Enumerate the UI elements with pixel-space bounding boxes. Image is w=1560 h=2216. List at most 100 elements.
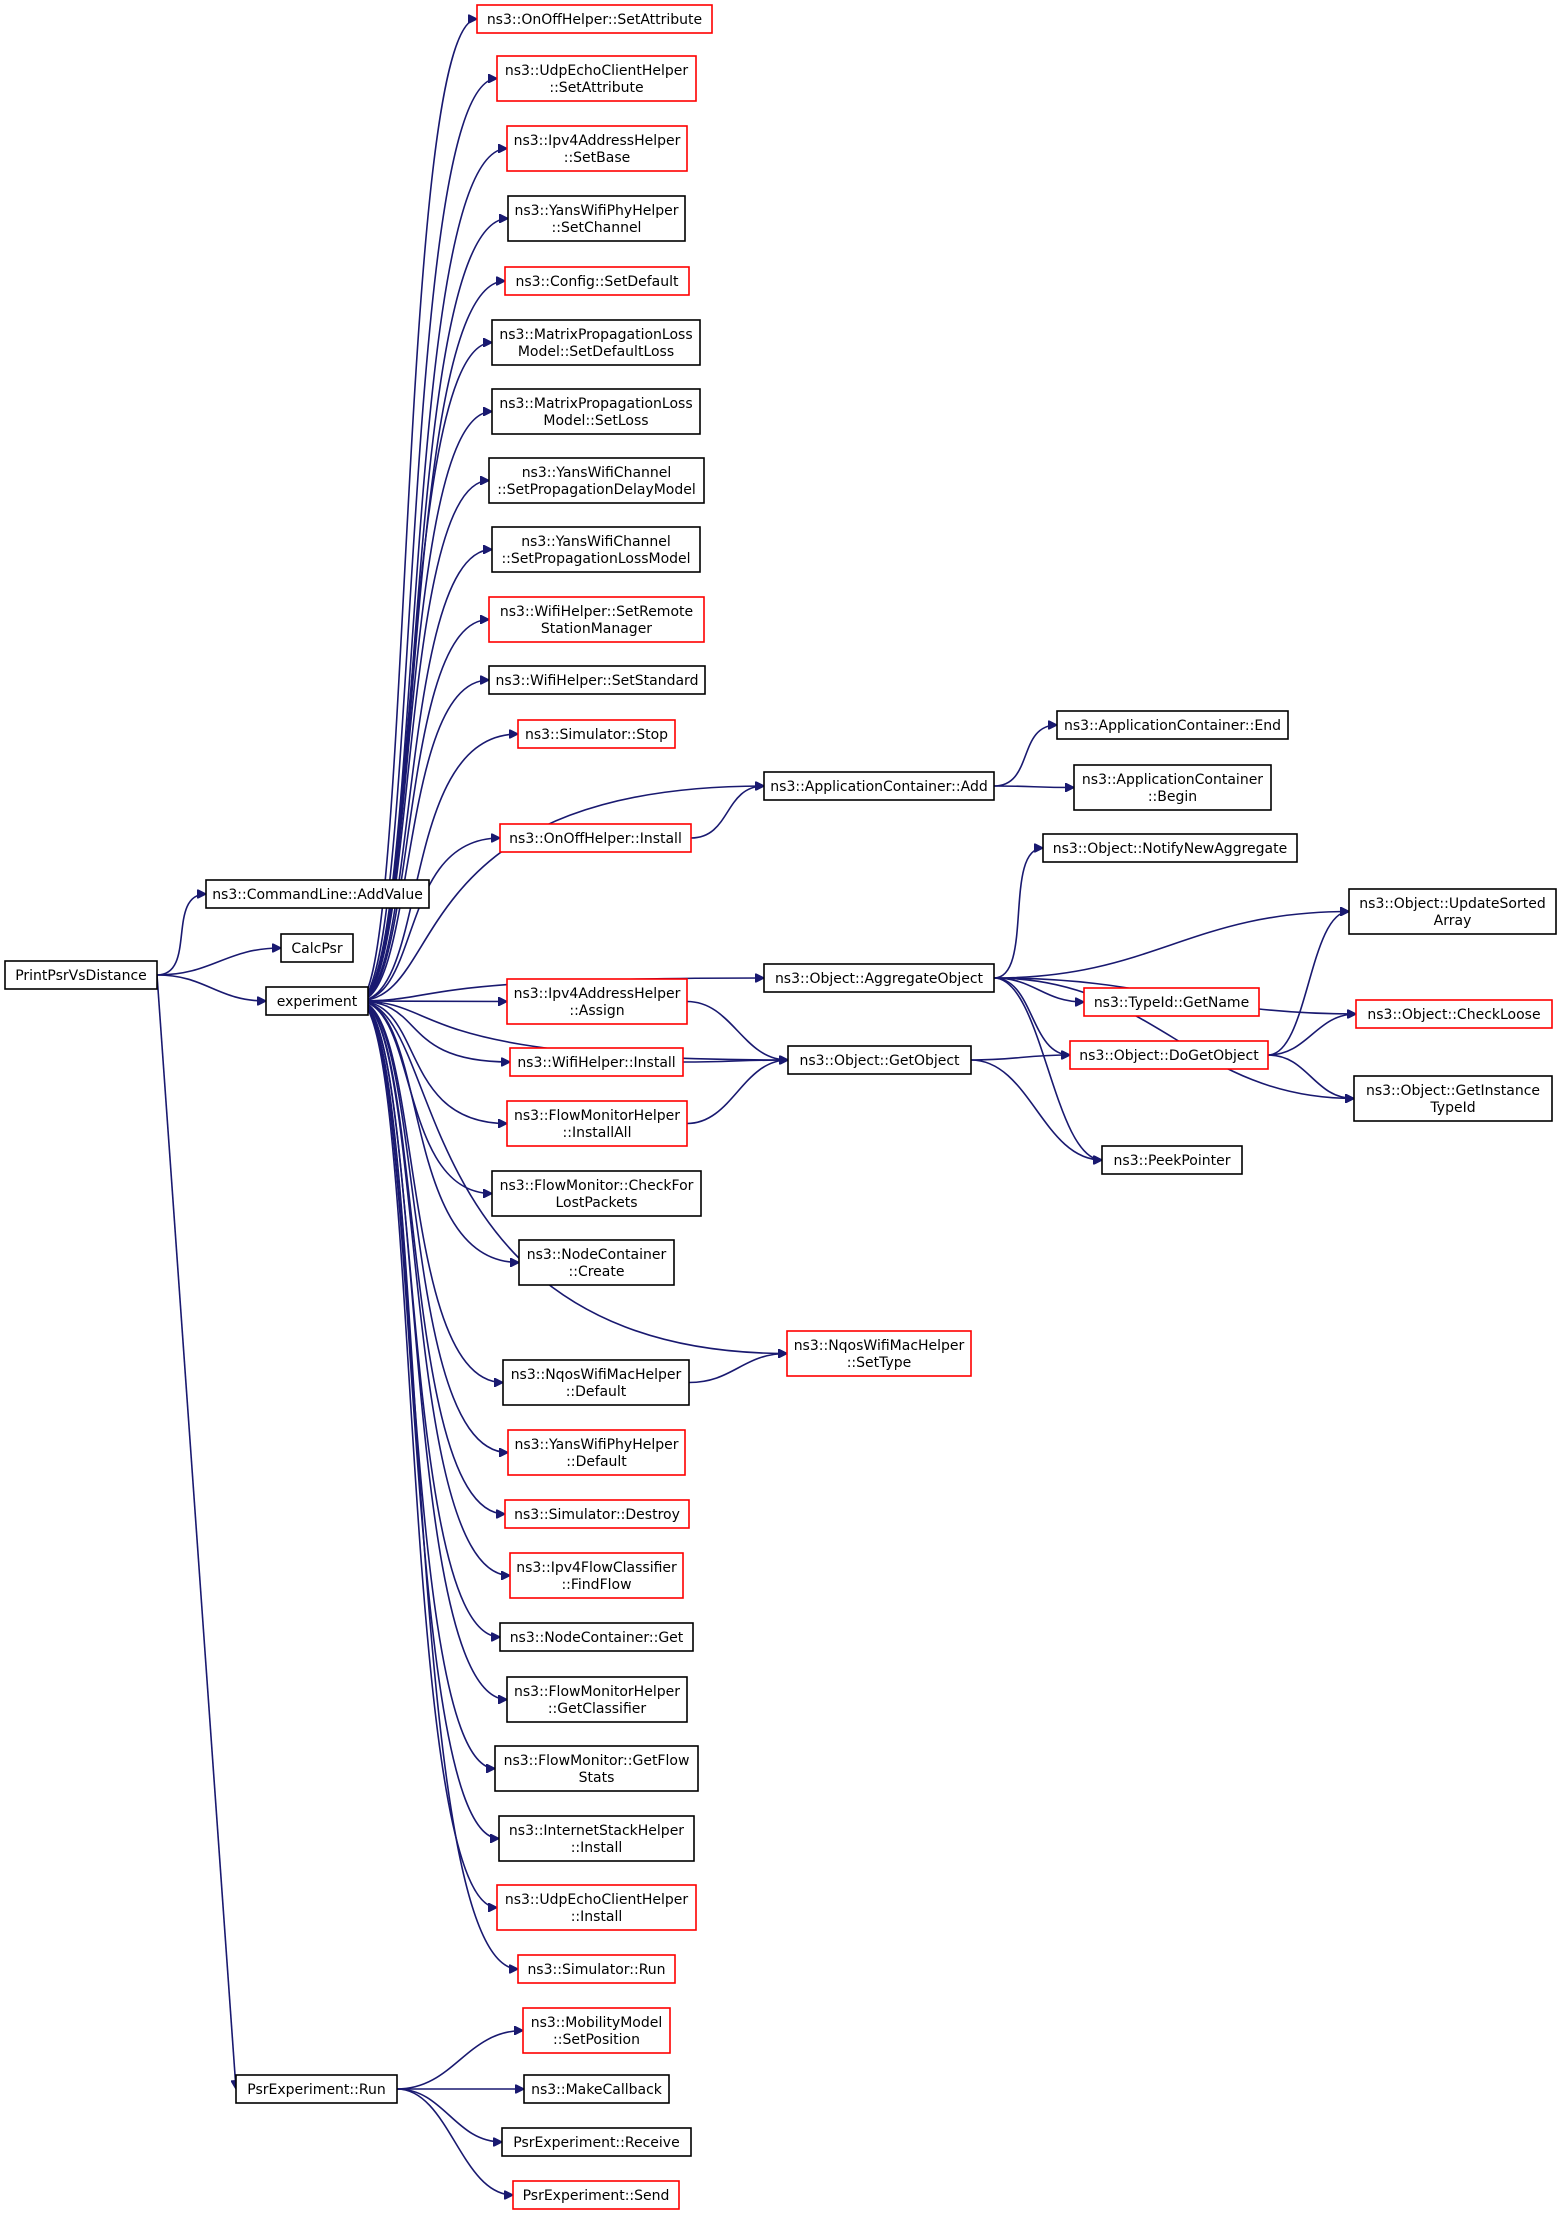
node-box bbox=[509, 1047, 684, 1077]
node-label: Stats bbox=[579, 1770, 615, 1786]
node-makecallback[interactable]: ns3::MakeCallback bbox=[523, 2074, 670, 2104]
node-onoff_install[interactable]: ns3::OnOffHelper::Install bbox=[499, 823, 692, 853]
edge-ipv4addr_assign-to-obj_getobject bbox=[686, 1000, 788, 1061]
node-label: ns3::WifiHelper::SetStandard bbox=[496, 673, 699, 689]
node-sim_run[interactable]: ns3::Simulator::Run bbox=[517, 1954, 676, 1984]
node-nc_get[interactable]: ns3::NodeContainer::Get bbox=[499, 1622, 694, 1652]
node-label: ns3::YansWifiPhyHelper bbox=[514, 1437, 678, 1453]
node-label: ns3::NodeContainer bbox=[527, 1247, 667, 1263]
node-root[interactable]: PrintPsrVsDistance bbox=[4, 960, 158, 990]
node-label: ns3::YansWifiChannel bbox=[521, 534, 671, 550]
node-udpecho_install[interactable]: ns3::UdpEchoClientHelper::Install bbox=[496, 1884, 697, 1931]
edges-layer bbox=[156, 19, 1356, 2195]
node-mob_setpos[interactable]: ns3::MobilityModel::SetPosition bbox=[522, 2007, 671, 2054]
node-appc_add[interactable]: ns3::ApplicationContainer::Add bbox=[763, 771, 995, 801]
node-fmh_installall[interactable]: ns3::FlowMonitorHelper::InstallAll bbox=[506, 1100, 688, 1147]
edge-onoff_install-to-appc_add bbox=[690, 786, 764, 839]
node-obj_checkloose[interactable]: ns3::Object::CheckLoose bbox=[1355, 999, 1553, 1029]
node-sim_destroy[interactable]: ns3::Simulator::Destroy bbox=[504, 1499, 690, 1529]
node-label: ::SetBase bbox=[564, 150, 631, 166]
node-sim_stop[interactable]: ns3::Simulator::Stop bbox=[517, 719, 676, 749]
node-box bbox=[522, 2007, 671, 2054]
node-yansphy_default[interactable]: ns3::YansWifiPhyHelper::Default bbox=[507, 1429, 686, 1476]
node-box bbox=[1353, 1075, 1553, 1122]
edge-experiment-to-fmh_installall bbox=[357, 1000, 507, 1124]
node-ipv4flow_findflow[interactable]: ns3::Ipv4FlowClassifier::FindFlow bbox=[509, 1552, 684, 1599]
node-label: ns3::Ipv4AddressHelper bbox=[514, 133, 681, 149]
edge-obj_dogetobject-to-obj_getinstancetypeid bbox=[1267, 1054, 1354, 1099]
node-box bbox=[1073, 764, 1272, 811]
node-obj_dogetobject[interactable]: ns3::Object::DoGetObject bbox=[1069, 1040, 1269, 1070]
node-config_setdefault[interactable]: ns3::Config::SetDefault bbox=[504, 266, 690, 296]
edge-obj_aggregate-to-obj_getinstancetypeid bbox=[993, 977, 1354, 1099]
node-box bbox=[4, 960, 158, 990]
node-udpecho_setattr[interactable]: ns3::UdpEchoClientHelper::SetAttribute bbox=[496, 55, 697, 102]
node-cl_addvalue[interactable]: ns3::CommandLine::AddValue bbox=[205, 879, 430, 909]
node-label: PsrExperiment::Run bbox=[247, 2082, 385, 2098]
node-wifi_setstandard[interactable]: ns3::WifiHelper::SetStandard bbox=[488, 665, 706, 695]
edge-experiment-to-nc_create bbox=[357, 1000, 519, 1263]
edge-experiment-to-ipv4addr_setbase bbox=[357, 149, 507, 1002]
edge-root-to-cl_addvalue bbox=[156, 894, 206, 976]
node-nqos_default[interactable]: ns3::NqosWifiMacHelper::Default bbox=[502, 1359, 690, 1406]
node-obj_notify[interactable]: ns3::Object::NotifyNewAggregate bbox=[1042, 833, 1298, 863]
node-fmh_getclassifier[interactable]: ns3::FlowMonitorHelper::GetClassifier bbox=[506, 1676, 688, 1723]
node-psr_receive[interactable]: PsrExperiment::Receive bbox=[501, 2127, 692, 2157]
node-wifi_install[interactable]: ns3::WifiHelper::Install bbox=[509, 1047, 684, 1077]
node-psr_run[interactable]: PsrExperiment::Run bbox=[235, 2074, 398, 2104]
node-psr_send[interactable]: PsrExperiment::Send bbox=[512, 2180, 680, 2210]
node-label: Model::SetLoss bbox=[543, 413, 648, 429]
node-box bbox=[1056, 710, 1289, 740]
node-label: ns3::Ipv4FlowClassifier bbox=[516, 1560, 677, 1576]
node-label: ns3::Object::GetObject bbox=[799, 1053, 960, 1069]
node-box bbox=[787, 1045, 972, 1075]
node-yanschan_setloss[interactable]: ns3::YansWifiChannel::SetPropagationLoss… bbox=[491, 526, 701, 573]
node-ish_install[interactable]: ns3::InternetStackHelper::Install bbox=[498, 1815, 695, 1862]
node-onoff_setattr[interactable]: ns3::OnOffHelper::SetAttribute bbox=[476, 4, 713, 34]
node-label: ::Install bbox=[571, 1840, 623, 1856]
node-matrix_setdefaultloss[interactable]: ns3::MatrixPropagationLossModel::SetDefa… bbox=[491, 319, 701, 366]
node-label: StationManager bbox=[541, 621, 652, 637]
node-appc_end[interactable]: ns3::ApplicationContainer::End bbox=[1056, 710, 1289, 740]
node-nc_create[interactable]: ns3::NodeContainer::Create bbox=[518, 1239, 675, 1286]
node-box bbox=[1069, 1040, 1269, 1070]
node-nqos_settype[interactable]: ns3::NqosWifiMacHelper::SetType bbox=[786, 1330, 972, 1377]
edge-experiment-to-nqos_default bbox=[357, 1000, 503, 1383]
node-box bbox=[1355, 999, 1553, 1029]
node-typeid_getname[interactable]: ns3::TypeId::GetName bbox=[1083, 987, 1260, 1017]
edge-experiment-to-wifi_install bbox=[357, 1000, 510, 1062]
edge-experiment-to-appc_add bbox=[357, 786, 764, 1002]
node-calcpsr[interactable]: CalcPsr bbox=[280, 933, 354, 963]
node-box bbox=[518, 1239, 675, 1286]
node-appc_begin[interactable]: ns3::ApplicationContainer::Begin bbox=[1073, 764, 1272, 811]
node-box bbox=[499, 823, 692, 853]
node-label: ns3::UdpEchoClientHelper bbox=[505, 63, 689, 79]
edge-experiment-to-sim_stop bbox=[357, 734, 518, 1002]
node-yansphy_setchannel[interactable]: ns3::YansWifiPhyHelper::SetChannel bbox=[507, 195, 686, 242]
node-label: Model::SetDefaultLoss bbox=[518, 344, 674, 360]
edge-experiment-to-fmh_getclassifier bbox=[357, 1000, 507, 1700]
node-obj_aggregate[interactable]: ns3::Object::AggregateObject bbox=[763, 963, 995, 993]
node-label: ns3::MakeCallback bbox=[531, 2082, 663, 2098]
edge-obj_getobject-to-obj_dogetobject bbox=[970, 1055, 1070, 1061]
edge-psr_run-to-mob_setpos bbox=[396, 2031, 523, 2090]
node-ipv4addr_assign[interactable]: ns3::Ipv4AddressHelper::Assign bbox=[506, 978, 688, 1025]
edge-experiment-to-ish_install bbox=[357, 1000, 499, 1839]
node-label: ::Create bbox=[569, 1264, 625, 1280]
node-obj_getobject[interactable]: ns3::Object::GetObject bbox=[787, 1045, 972, 1075]
node-box bbox=[523, 2074, 670, 2104]
edge-experiment-to-ipv4addr_assign bbox=[357, 1001, 507, 1002]
node-experiment[interactable]: experiment bbox=[265, 986, 369, 1016]
node-label: ns3::Simulator::Destroy bbox=[514, 1507, 680, 1523]
node-ipv4addr_setbase[interactable]: ns3::Ipv4AddressHelper::SetBase bbox=[506, 125, 688, 172]
node-yanschan_setdelay[interactable]: ns3::YansWifiChannel::SetPropagationDela… bbox=[488, 457, 705, 504]
node-box bbox=[786, 1330, 972, 1377]
node-peekpointer[interactable]: ns3::PeekPointer bbox=[1101, 1145, 1243, 1175]
node-box bbox=[488, 457, 705, 504]
